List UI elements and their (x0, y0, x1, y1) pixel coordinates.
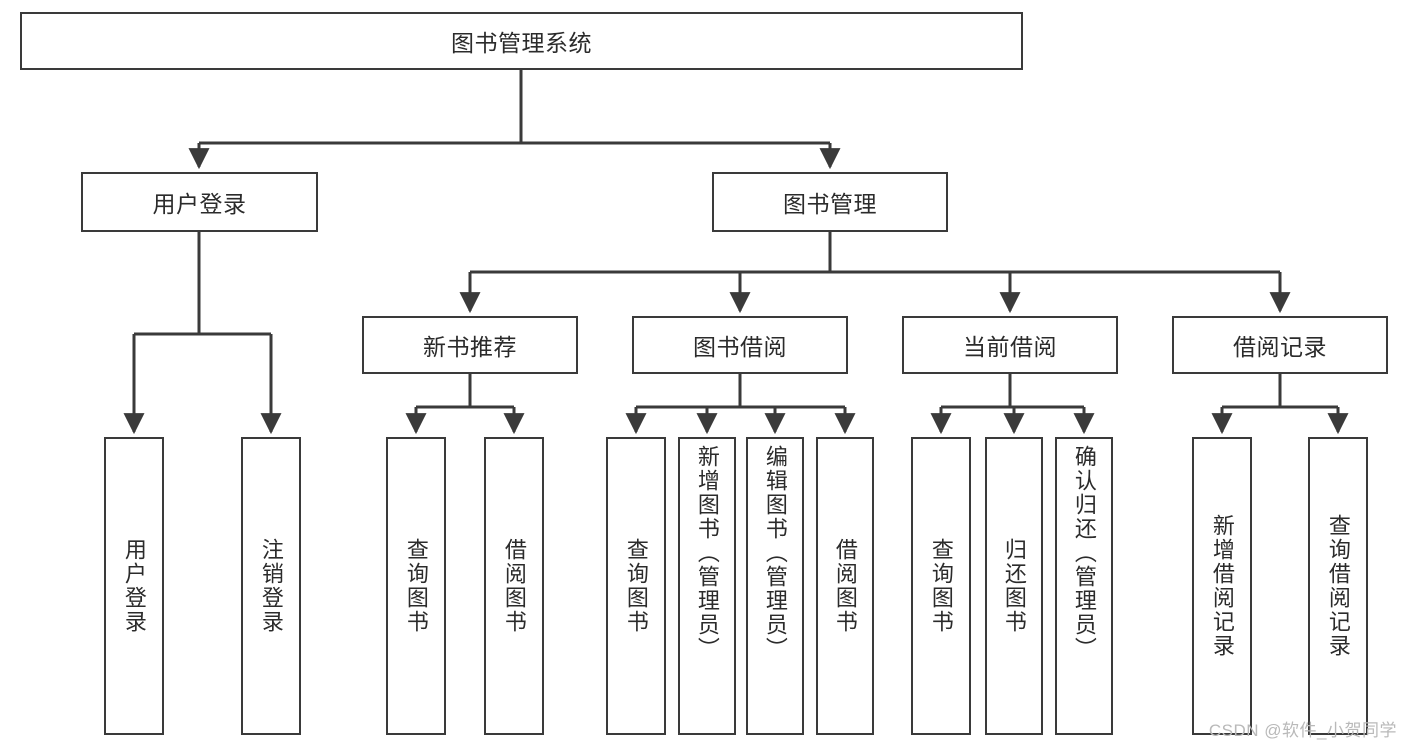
node-current-borrow-label: 当前借阅 (963, 334, 1057, 360)
node-leaf-user-login-label: 用户登录 (121, 538, 147, 634)
node-leaf-cur-confirm-return-label: 确认归还（管理员） (1071, 445, 1097, 661)
node-book-borrow-label: 图书借阅 (693, 334, 787, 360)
node-leaf-user-logout-label: 注销登录 (258, 538, 284, 634)
node-book-manage[interactable]: 图书管理 (712, 172, 948, 232)
node-leaf-borrow-query-book-label: 查询图书 (623, 538, 649, 634)
watermark: CSDN @软件_小贺同学 (1208, 721, 1397, 740)
node-leaf-rec-borrow-book[interactable]: 借阅图书 (484, 437, 544, 735)
node-leaf-cur-confirm-return[interactable]: 确认归还（管理员） (1055, 437, 1113, 735)
node-user-login-label: 用户登录 (152, 191, 247, 217)
node-new-book-rec[interactable]: 新书推荐 (362, 316, 578, 374)
node-leaf-rec-query-record[interactable]: 查询借阅记录 (1308, 437, 1368, 735)
node-book-borrow[interactable]: 图书借阅 (632, 316, 848, 374)
node-leaf-borrow-borrow-book[interactable]: 借阅图书 (816, 437, 874, 735)
node-leaf-rec-query-record-label: 查询借阅记录 (1325, 514, 1351, 658)
node-borrow-record[interactable]: 借阅记录 (1172, 316, 1388, 374)
node-leaf-cur-query-book[interactable]: 查询图书 (911, 437, 971, 735)
node-leaf-cur-query-book-label: 查询图书 (928, 538, 954, 634)
node-leaf-borrow-edit-book-label: 编辑图书（管理员） (762, 445, 788, 661)
node-leaf-borrow-add-book-label: 新增图书（管理员） (694, 445, 720, 661)
node-leaf-user-login[interactable]: 用户登录 (104, 437, 164, 735)
node-new-book-rec-label: 新书推荐 (423, 334, 517, 360)
node-borrow-record-label: 借阅记录 (1233, 334, 1327, 360)
node-root[interactable]: 图书管理系统 (20, 12, 1023, 70)
node-leaf-rec-query-book[interactable]: 查询图书 (386, 437, 446, 735)
node-leaf-rec-borrow-book-label: 借阅图书 (501, 538, 527, 634)
node-leaf-rec-add-record-label: 新增借阅记录 (1209, 514, 1235, 658)
node-book-manage-label: 图书管理 (783, 191, 877, 217)
node-leaf-borrow-borrow-book-label: 借阅图书 (832, 538, 858, 634)
node-leaf-borrow-edit-book[interactable]: 编辑图书（管理员） (746, 437, 804, 735)
node-current-borrow[interactable]: 当前借阅 (902, 316, 1118, 374)
node-leaf-rec-add-record[interactable]: 新增借阅记录 (1192, 437, 1252, 735)
node-root-label: 图书管理系统 (451, 30, 592, 56)
node-leaf-borrow-query-book[interactable]: 查询图书 (606, 437, 666, 735)
node-leaf-cur-return-book-label: 归还图书 (1001, 538, 1027, 634)
node-user-login[interactable]: 用户登录 (81, 172, 318, 232)
node-leaf-user-logout[interactable]: 注销登录 (241, 437, 301, 735)
node-leaf-cur-return-book[interactable]: 归还图书 (985, 437, 1043, 735)
node-leaf-borrow-add-book[interactable]: 新增图书（管理员） (678, 437, 736, 735)
node-leaf-rec-query-book-label: 查询图书 (403, 538, 429, 634)
